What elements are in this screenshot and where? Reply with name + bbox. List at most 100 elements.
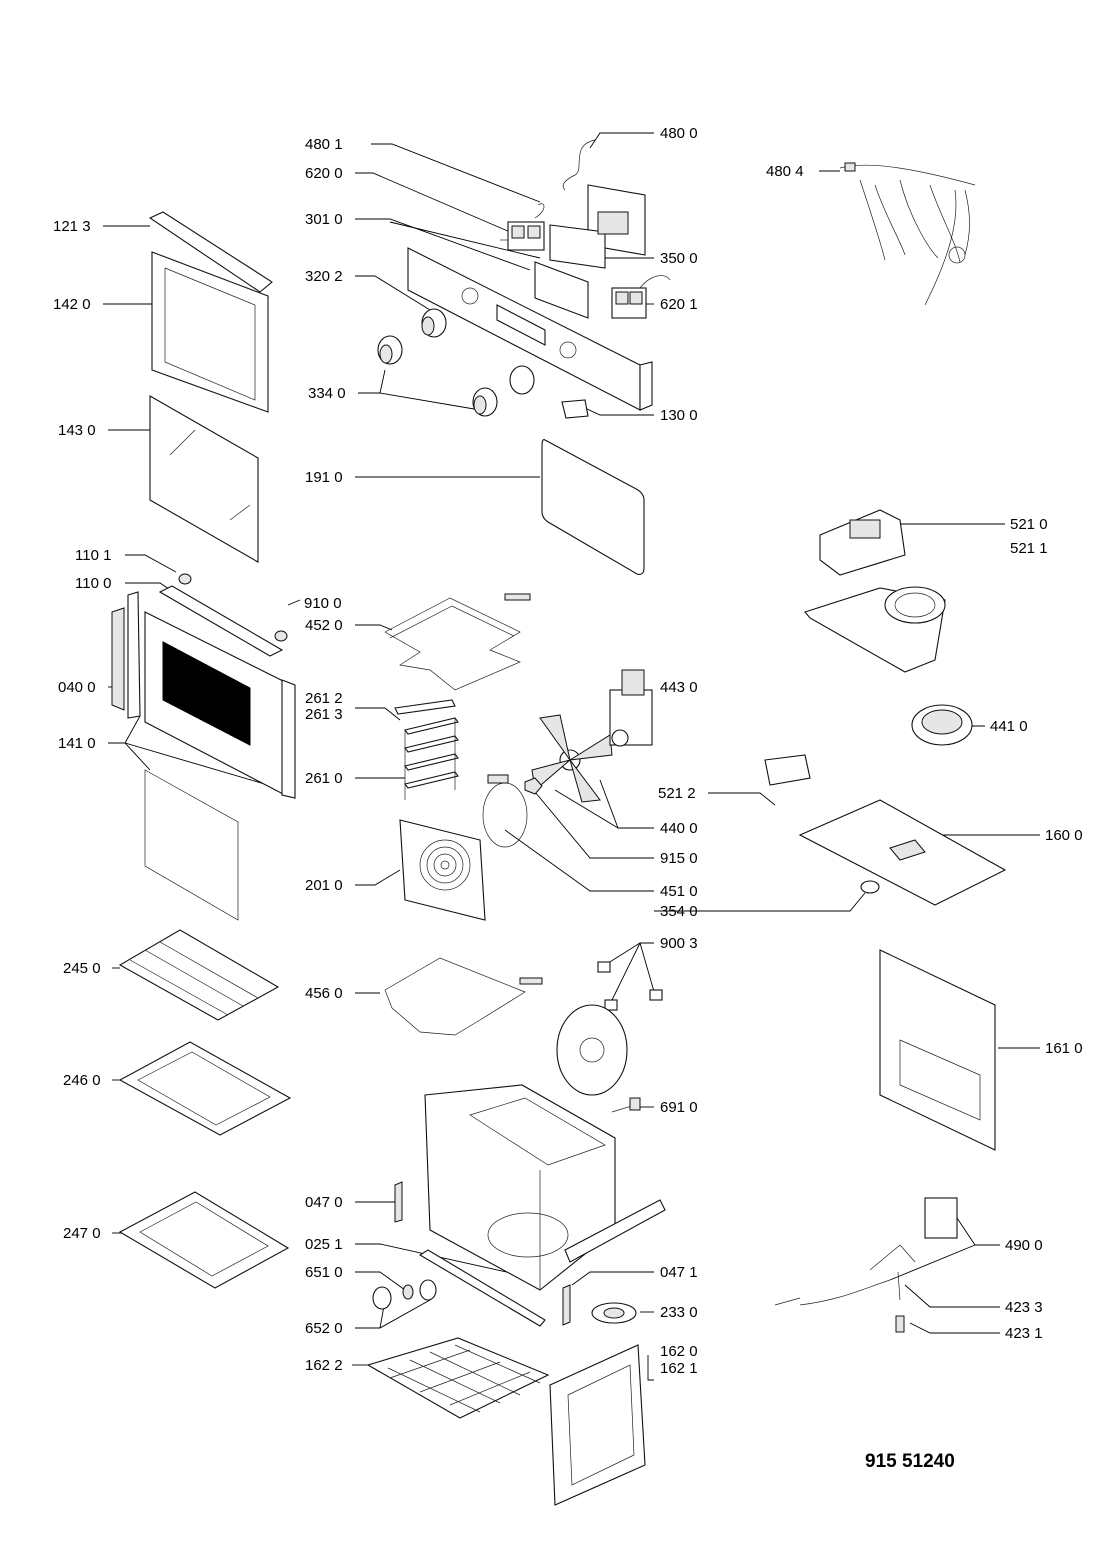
part-161-0-back-panel	[879, 949, 996, 1151]
part-350-0-bracket	[549, 184, 646, 269]
part-rail-bottom	[564, 1199, 666, 1263]
part-246-0-baking-tray	[118, 1041, 292, 1136]
part-121-3-door-top-trim	[148, 211, 273, 293]
label-025-1: 025 1	[305, 1236, 343, 1253]
label-245-0: 245 0	[63, 960, 101, 977]
part-110-1-hinge-bushing	[178, 573, 192, 585]
label-040-0: 040 0	[58, 679, 96, 696]
part-652-0-knob	[372, 1284, 414, 1310]
part-900-3-clips	[597, 961, 663, 1011]
label-130-0: 130 0	[660, 407, 698, 424]
label-440-0: 440 0	[660, 820, 698, 837]
label-350-0: 350 0	[660, 250, 698, 267]
part-261-0-shelf-supports	[404, 717, 459, 800]
part-130-0-clip	[561, 399, 589, 419]
label-910-0: 910 0	[304, 595, 342, 612]
part-456-0-bottom-element	[384, 957, 543, 1036]
part-233-0-lamp	[591, 1302, 637, 1324]
label-900-3: 900 3	[660, 935, 698, 952]
part-620-0-switch	[500, 221, 545, 251]
label-691-0: 691 0	[660, 1099, 698, 1116]
label-110-1: 110 1	[75, 547, 111, 564]
part-047-0-probe	[394, 1181, 403, 1223]
label-490-0: 490 0	[1005, 1237, 1043, 1254]
part-620-1-switch	[611, 275, 671, 319]
label-521-0: 521 0	[1010, 516, 1048, 533]
part-423-1-connector	[895, 1315, 905, 1333]
label-201-0: 201 0	[305, 877, 343, 894]
part-423-3-wire	[897, 1271, 901, 1301]
part-441-0-cooling-fan	[911, 704, 973, 746]
part-141-0-outer-door	[127, 591, 296, 921]
part-245-0-wire-shelf	[118, 929, 280, 1021]
part-162-0-side-panel	[549, 1344, 646, 1506]
label-651-0: 651 0	[305, 1264, 343, 1281]
label-620-1: 620 1	[660, 296, 698, 313]
part-162-2-grill-rack	[366, 1337, 550, 1419]
label-121-3: 121 3	[53, 218, 91, 235]
label-143-0: 143 0	[58, 422, 96, 439]
part-fan-plate	[556, 1004, 628, 1096]
label-047-0: 047 0	[305, 1194, 343, 1211]
label-261-2: 261 2	[305, 690, 343, 707]
label-443-0: 443 0	[660, 679, 698, 696]
label-423-1: 423 1	[1005, 1325, 1043, 1342]
part-142-0-inner-glass	[151, 251, 269, 413]
part-191-0-door-gasket	[541, 439, 645, 575]
label-354-0: 354 0	[660, 903, 698, 920]
label-162-2: 162 2	[305, 1357, 343, 1374]
part-025-1-front-frame	[418, 1249, 546, 1327]
label-480-4: 480 4	[766, 163, 804, 180]
part-480-0-cable	[562, 139, 596, 191]
label-456-0: 456 0	[305, 985, 343, 1002]
label-162-0: 162 0	[660, 1343, 698, 1360]
label-320-2: 320 2	[305, 268, 343, 285]
part-040-0-hinge	[111, 607, 125, 711]
callout-labels: 480 1 480 0 620 0 480 4 121 3 301 0 350 …	[53, 125, 1083, 1472]
part-691-0-bolt	[611, 1097, 641, 1113]
label-301-0: 301 0	[305, 211, 343, 228]
part-490-0-mains-cable	[774, 1197, 958, 1306]
label-521-2: 521 2	[658, 785, 696, 802]
callout-lines	[103, 132, 1040, 1381]
part-247-0-deep-tray	[118, 1191, 290, 1289]
label-451-0: 451 0	[660, 883, 698, 900]
part-110-1-hinge-bushing-2	[274, 630, 288, 642]
part-261-2-shelf-rail	[394, 699, 456, 715]
label-480-1: 480 1	[305, 136, 343, 153]
label-160-0: 160 0	[1045, 827, 1083, 844]
part-443-0-fan-motor	[609, 669, 653, 747]
label-161-0: 161 0	[1045, 1040, 1083, 1057]
part-oven-cavity	[424, 1084, 616, 1291]
label-261-0: 261 0	[305, 770, 343, 787]
part-452-0-top-element	[384, 593, 531, 691]
label-915-0: 915 0	[660, 850, 698, 867]
label-142-0: 142 0	[53, 296, 91, 313]
document-number: 915 51240	[865, 1451, 955, 1472]
part-521-2-switch-block	[764, 754, 811, 786]
label-162-1: 162 1	[660, 1360, 698, 1377]
label-191-0: 191 0	[305, 469, 343, 486]
label-652-0: 652 0	[305, 1320, 343, 1337]
label-110-0: 110 0	[75, 575, 111, 592]
part-143-0-middle-glass	[149, 395, 259, 563]
part-201-0-fan-cover	[399, 819, 486, 921]
part-354-0-grommet	[860, 880, 880, 894]
label-441-0: 441 0	[990, 718, 1028, 735]
part-047-1-probe	[562, 1284, 571, 1326]
label-247-0: 247 0	[63, 1225, 101, 1242]
part-521-0-control-board	[819, 509, 906, 576]
label-233-0: 233 0	[660, 1304, 698, 1321]
part-480-1-cable	[534, 203, 545, 219]
label-141-0: 141 0	[58, 735, 96, 752]
label-246-0: 246 0	[63, 1072, 101, 1089]
label-047-1: 047 1	[660, 1264, 698, 1281]
label-521-1: 521 1	[1010, 540, 1048, 557]
part-fan-housing	[804, 586, 946, 673]
label-423-3: 423 3	[1005, 1299, 1043, 1316]
part-110-0-door-handle-bar	[158, 585, 284, 657]
part-480-4-wiring-harness	[839, 162, 976, 306]
label-334-0: 334 0	[308, 385, 346, 402]
label-620-0: 620 0	[305, 165, 343, 182]
part-440-0-fan-blade	[531, 714, 613, 803]
